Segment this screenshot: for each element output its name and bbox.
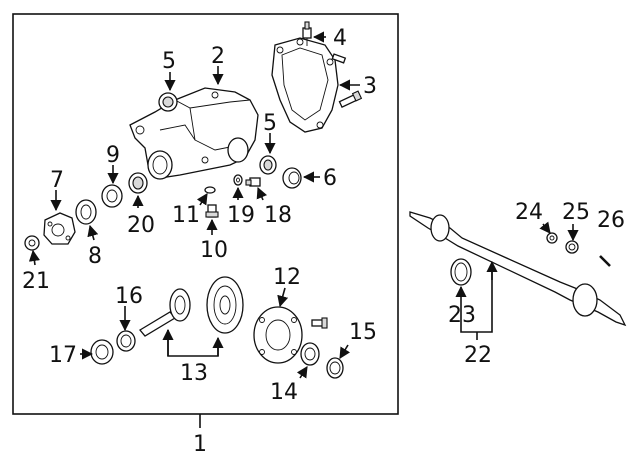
label-5-upper: 5 [162,49,176,74]
label-13: 13 [180,361,208,386]
dowel-pin[interactable] [331,53,347,64]
label-17: 17 [49,343,77,368]
axle-seal-ring[interactable] [450,258,472,286]
label-11: 11 [172,203,200,228]
axle-washer[interactable] [546,232,558,244]
pinion-seal[interactable] [128,172,148,194]
axle-nut[interactable] [565,240,579,254]
breather-vent[interactable] [302,21,312,46]
label-5-right: 5 [263,111,277,136]
label-14: 14 [270,380,298,405]
side-bushing[interactable] [282,167,302,189]
carrier-housing[interactable] [129,87,259,180]
plug-washer[interactable] [233,174,243,186]
label-21: 21 [22,269,50,294]
differential-case[interactable] [253,306,303,364]
label-15: 15 [349,320,377,345]
fill-plug[interactable] [205,204,219,218]
front-bearing[interactable] [101,184,123,208]
rear-cover[interactable] [271,37,339,133]
label-7: 7 [50,168,64,193]
label-4: 4 [333,26,347,51]
rear-pinion-bearing[interactable] [90,339,114,365]
collapsible-spacer[interactable] [75,199,97,225]
label-2: 2 [211,44,225,69]
label-10: 10 [200,238,228,263]
ring-gear-bolt[interactable] [311,317,328,329]
side-bearing[interactable] [300,342,320,366]
label-16: 16 [115,284,143,309]
label-19: 19 [227,203,255,228]
label-8: 8 [88,244,102,269]
label-22: 22 [464,343,492,368]
oil-seal-right[interactable] [259,155,277,175]
label-12: 12 [273,265,301,290]
label-3: 3 [363,74,377,99]
axle-shaft[interactable] [409,211,627,327]
label-23: 23 [448,303,476,328]
adjusting-shim[interactable] [326,357,344,379]
label-25: 25 [562,200,590,225]
label-6: 6 [323,166,337,191]
fill-washer[interactable] [204,186,216,194]
companion-flange[interactable] [43,212,76,245]
cover-bolt[interactable] [338,90,363,108]
label-18: 18 [264,203,292,228]
oil-seal-upper[interactable] [158,92,178,112]
flange-nut[interactable] [24,235,40,251]
cotter-pin[interactable] [599,255,611,267]
label-9: 9 [106,143,120,168]
label-1: 1 [193,432,207,457]
label-26: 26 [597,208,625,233]
label-24: 24 [515,200,543,225]
pinion-race[interactable] [116,330,136,352]
drain-plug[interactable] [245,177,261,187]
leader-lines [28,31,579,379]
assembly-frame [12,13,399,415]
ring-and-pinion[interactable] [139,276,244,337]
label-20: 20 [127,213,155,238]
